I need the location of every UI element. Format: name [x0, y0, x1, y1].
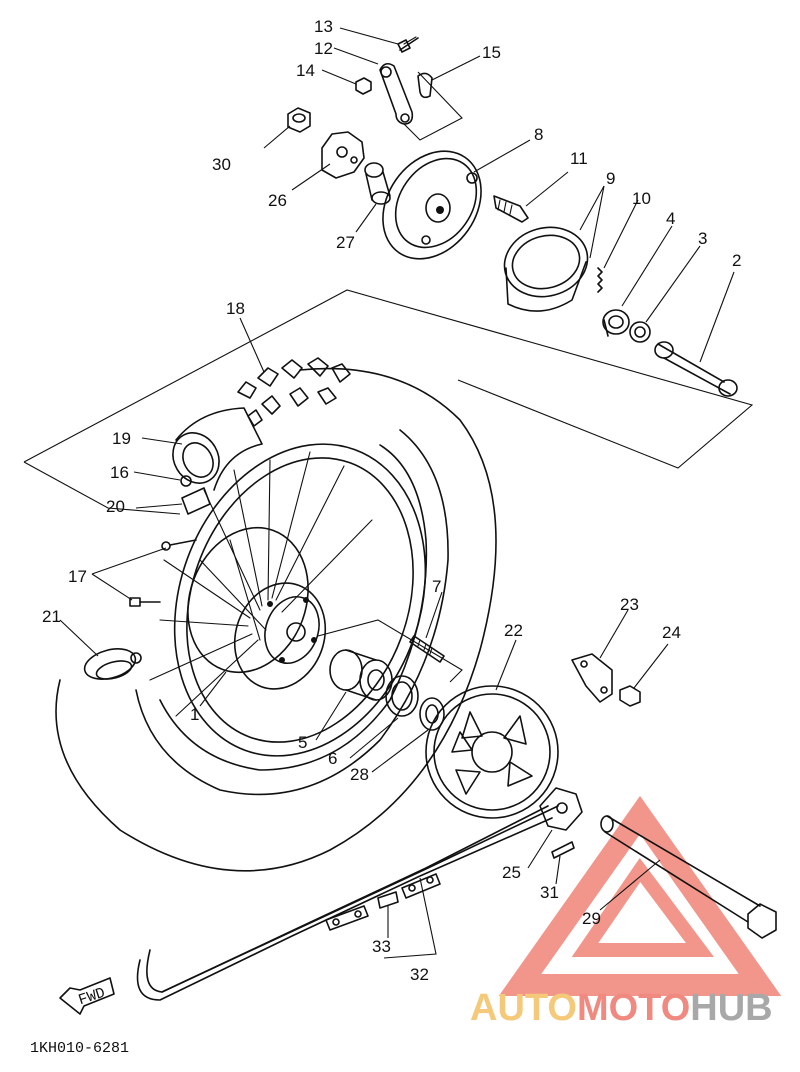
hub-1	[187, 526, 327, 690]
callout-20: 20	[106, 497, 125, 516]
callouts: 13 12 14 15 30 8 11 9 26 10 4 3 27 2 18 …	[42, 17, 741, 984]
callout-6: 6	[328, 749, 337, 768]
callout-3: 3	[698, 229, 707, 248]
watermark-auto: AUTO	[470, 987, 577, 1029]
callout-21: 21	[42, 607, 61, 626]
watermark-hub: HUB	[690, 987, 772, 1029]
rim-band-21	[83, 648, 142, 680]
callout-23: 23	[620, 595, 639, 614]
bearing-4	[602, 309, 630, 337]
callout-5: 5	[298, 733, 307, 752]
spring-10	[597, 267, 603, 293]
axle-nut-30	[287, 107, 311, 133]
oil-seal-3	[629, 321, 651, 343]
callout-8: 8	[534, 125, 543, 144]
callout-27: 27	[336, 233, 355, 252]
chain-joint-32	[401, 873, 441, 899]
callout-14: 14	[296, 61, 315, 80]
tire-tread	[237, 357, 351, 427]
oil-seal-6	[385, 675, 419, 717]
callout-19: 19	[112, 429, 131, 448]
callout-30: 30	[212, 155, 231, 174]
nut-24	[619, 685, 641, 707]
callout-9: 9	[606, 169, 615, 188]
spoke-nipple-17	[129, 539, 197, 607]
callout-17: 17	[68, 567, 87, 586]
collar-27	[364, 162, 391, 205]
callout-24: 24	[662, 623, 681, 642]
rear-wheel	[55, 357, 497, 872]
assembly-outline	[23, 289, 754, 469]
chain-link-plate	[325, 905, 369, 931]
brake-shoe-9	[503, 226, 589, 312]
chain-clip-33	[377, 891, 399, 909]
callout-32: 32	[410, 965, 429, 984]
forward-arrow-icon: FWD	[59, 977, 115, 1015]
watermark-text: AUTOMOTOHUB	[470, 987, 773, 1029]
chain-guide-23	[571, 653, 613, 703]
diagram-code: 1KH010-6281	[30, 1040, 129, 1057]
callout-22: 22	[504, 621, 523, 640]
camshaft-11	[493, 195, 529, 223]
watermark-moto: MOTO	[577, 987, 690, 1029]
callout-33: 33	[372, 937, 391, 956]
callout-11: 11	[570, 149, 588, 168]
callout-31: 31	[540, 883, 559, 902]
rim-lock-20	[181, 487, 211, 515]
callout-7: 7	[432, 577, 441, 596]
watermark-triangle	[498, 795, 782, 996]
chain-puller-25	[539, 787, 583, 831]
callout-12: 12	[314, 39, 333, 58]
callout-13: 13	[314, 17, 333, 36]
callout-29: 29	[582, 909, 601, 928]
callout-26: 26	[268, 191, 287, 210]
spacer-2	[654, 341, 738, 397]
bolt-31	[551, 841, 575, 859]
sprocket-22	[425, 685, 559, 819]
callout-28: 28	[350, 765, 369, 784]
rim-band-19	[172, 407, 263, 491]
brake-shoe-plate-8	[382, 150, 482, 260]
sprocket-side-parts	[317, 619, 777, 939]
bolt-13	[397, 36, 419, 53]
nut-14	[355, 77, 372, 95]
callout-16: 16	[110, 463, 129, 482]
spokes	[149, 451, 373, 717]
leader-lines	[59, 27, 735, 959]
chain-puller-26	[321, 131, 365, 179]
bearing-5	[329, 649, 393, 701]
callout-1: 1	[190, 705, 199, 724]
callout-2: 2	[732, 251, 741, 270]
callout-15: 15	[482, 43, 501, 62]
clip-15	[417, 72, 433, 99]
callout-10: 10	[632, 189, 651, 208]
callout-4: 4	[666, 209, 675, 228]
callout-18: 18	[226, 299, 245, 318]
drive-chain	[136, 805, 559, 1001]
watermark-logo	[498, 795, 782, 996]
fwd-label: FWD	[76, 985, 107, 1010]
axle-29	[600, 815, 777, 939]
callout-25: 25	[502, 863, 521, 882]
valve-cap-16	[180, 475, 192, 487]
brake-arm-12	[379, 62, 414, 125]
